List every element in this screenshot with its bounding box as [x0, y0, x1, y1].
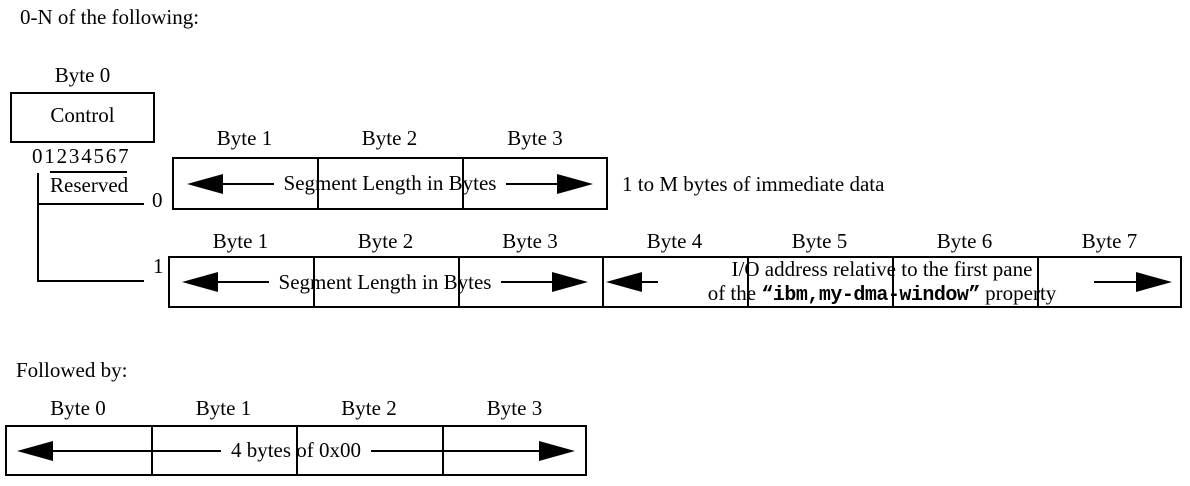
row0-divider-1 [317, 157, 319, 210]
arrow-line [218, 281, 269, 283]
control-byte0-label: Byte 0 [54, 63, 111, 87]
bit-numbers: 01234567 [32, 144, 131, 168]
bit0-bracket-top-line [37, 203, 144, 205]
left-arrowhead-icon [182, 272, 218, 292]
reserved-label: Reserved [50, 173, 129, 197]
terminator-content-label: 4 bytes of 0x00 [230, 438, 362, 462]
row1-io-address-line2: of the “ibm,my-dma-window” property [592, 281, 1172, 307]
intro-text: 0-N of the following: [20, 5, 200, 29]
row1-divider-6 [1037, 256, 1039, 308]
io-address-prefix: of the [707, 281, 762, 305]
row0-segment-length-field: Segment Length in Bytes [172, 157, 608, 210]
row1-segment-length-label: Segment Length in Bytes [278, 269, 492, 294]
row0-immediate-data-note: 1 to M bytes of immediate data [622, 172, 885, 196]
row1-byte3-label: Byte 3 [502, 229, 558, 253]
right-arrowhead-icon [539, 440, 576, 461]
arrow-line [53, 449, 221, 452]
row1-byte7-label: Byte 7 [1081, 229, 1138, 253]
row1-io-left-arrow [606, 256, 658, 308]
control-box-label: Control [50, 103, 115, 127]
row1-io-right-arrow [1094, 256, 1172, 308]
row1-byte2-label: Byte 2 [357, 229, 414, 253]
row1-divider-1 [313, 256, 315, 308]
left-arrowhead-icon [606, 272, 642, 292]
control-box [10, 92, 155, 143]
arrow-line [1094, 281, 1136, 283]
terminator-byte2-label: Byte 2 [341, 396, 397, 420]
bit0-bracket-vertical-line [37, 173, 39, 282]
terminator-byte0-label: Byte 0 [50, 396, 106, 420]
row1-box [168, 256, 1182, 308]
row0-divider-2 [462, 157, 464, 210]
row1-divider-3 [602, 256, 604, 308]
arrow-line [501, 281, 552, 283]
terminator-divider-2 [296, 425, 298, 476]
row1-divider-2 [458, 256, 460, 308]
row0-byte3-label: Byte 3 [507, 126, 563, 150]
left-arrowhead-icon [17, 440, 53, 461]
row0-segment-length-label: Segment Length in Bytes [283, 171, 497, 195]
row1-byte6-label: Byte 6 [936, 229, 993, 253]
right-arrowhead-icon [552, 272, 588, 292]
row0-box [172, 157, 608, 210]
ibm-my-dma-window-property-name: “ibm,my-dma-window” [761, 284, 980, 307]
row1-byte4-label: Byte 4 [646, 229, 703, 253]
bit0-value-0-label: 0 [152, 188, 163, 212]
followed-by-text: Followed by: [16, 358, 128, 382]
left-arrowhead-icon [187, 173, 223, 194]
terminator-byte1-label: Byte 1 [195, 396, 252, 420]
terminator-byte3-label: Byte 3 [486, 396, 543, 420]
terminator-zero-bytes-field: 4 bytes of 0x00 [5, 425, 587, 476]
right-arrowhead-icon [1136, 272, 1172, 292]
reserved-overline [50, 171, 127, 173]
arrow-line [223, 182, 274, 185]
row1-segment-length-field: Segment Length in Bytes [168, 256, 602, 308]
arrow-line [642, 281, 658, 283]
row0-byte1-label: Byte 1 [216, 126, 273, 150]
bit0-bracket-bottom-line [37, 280, 144, 282]
row1-divider-4 [747, 256, 749, 308]
row1-byte5-label: Byte 5 [791, 229, 848, 253]
arrow-line [371, 449, 540, 452]
io-address-suffix: property [979, 281, 1057, 305]
arrow-line [506, 182, 557, 185]
row1-divider-5 [892, 256, 894, 308]
right-arrowhead-icon [557, 173, 593, 194]
row0-byte2-label: Byte 2 [361, 126, 418, 150]
row1-io-address-line1: I/O address relative to the first pane [731, 257, 1033, 281]
bit0-value-1-label: 1 [153, 254, 164, 278]
row1-byte1-label: Byte 1 [212, 229, 269, 253]
